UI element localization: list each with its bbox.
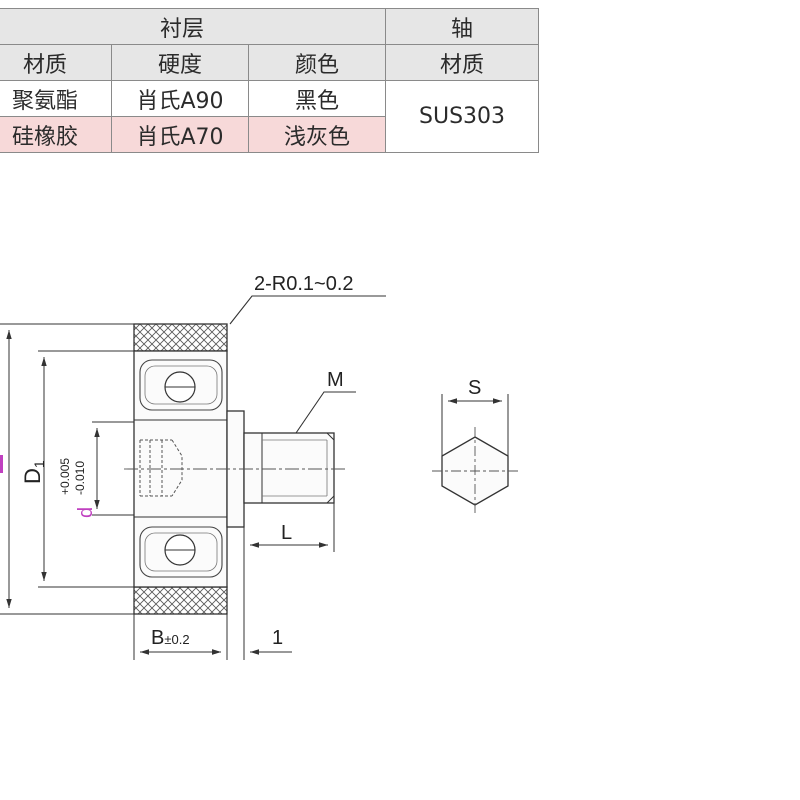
hex-end-view xyxy=(432,394,518,515)
bore-tol-lower: -0.010 xyxy=(73,461,87,495)
outer-diameter-dim xyxy=(0,323,134,615)
row-material: 硅橡胶 xyxy=(0,116,112,153)
table-row: 聚氨酯 肖氏A90 黑色 SUS303 xyxy=(0,80,540,153)
table-row-highlighted: 硅橡胶 肖氏A70 浅灰色 xyxy=(0,116,539,153)
inner-diameter-dim xyxy=(38,350,134,588)
bearing-bottom xyxy=(139,526,223,578)
row-hardness: 肖氏A90 xyxy=(111,80,249,117)
bore-label: d xyxy=(75,507,97,518)
flange-label: 1 xyxy=(272,627,283,649)
radius-note: 2-R0.1~0.2 xyxy=(254,273,354,295)
hex-size-label: S xyxy=(468,377,481,399)
width-label: B±0.2 xyxy=(151,627,190,649)
shaft-material-value: SUS303 xyxy=(385,80,540,153)
bore-dim xyxy=(92,421,134,516)
tyre-bottom-band xyxy=(133,586,228,615)
shaft-length-label: L xyxy=(281,522,292,544)
row-color: 黑色 xyxy=(247,80,387,117)
hex-socket-hidden xyxy=(139,439,183,497)
tyre-top-band xyxy=(133,323,228,352)
subheader-hardness: 硬度 xyxy=(111,44,249,81)
radius-note-leader xyxy=(229,295,386,325)
subheader-shaft-material: 材质 xyxy=(385,44,540,81)
row-hardness: 肖氏A70 xyxy=(111,116,249,153)
bore-tol-upper: +0.005 xyxy=(58,458,72,495)
shaft-length-dim xyxy=(250,503,335,552)
flange-dim xyxy=(200,527,292,660)
threaded-shaft xyxy=(243,432,335,504)
thread-label: M xyxy=(327,369,344,391)
bearing-top xyxy=(139,359,223,411)
row-color: 浅灰色 xyxy=(247,116,387,153)
inner-diameter-label: D1 xyxy=(20,460,47,484)
spec-table: 衬层 轴 材质 硬度 颜色 材质 聚氨酯 肖氏A90 黑色 SUS303 硅橡胶… xyxy=(0,8,540,153)
row-material: 聚氨酯 xyxy=(0,80,112,117)
subheader-color: 颜色 xyxy=(247,44,387,81)
header-lining: 衬层 xyxy=(0,8,387,45)
thread-leader xyxy=(295,391,356,434)
outer-diameter-label-fragment xyxy=(0,455,3,473)
